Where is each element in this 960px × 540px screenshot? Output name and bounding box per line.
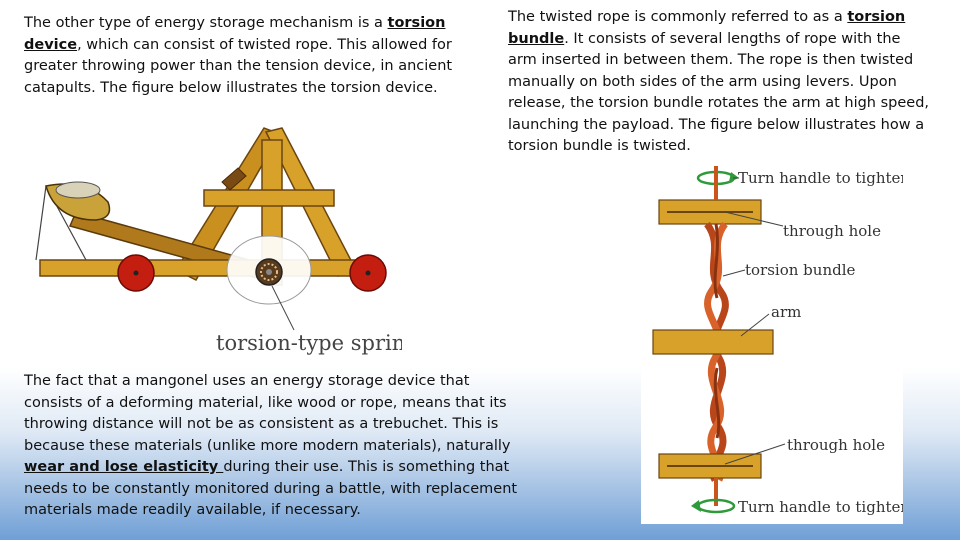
leader-hole-top bbox=[724, 211, 784, 227]
base-beam bbox=[39, 259, 381, 277]
crossbar bbox=[203, 189, 335, 207]
spring-hub bbox=[266, 269, 272, 275]
paragraph-text: . It consists of several lengths of rope… bbox=[508, 30, 930, 155]
label-through-hole-top: through hole bbox=[783, 222, 881, 240]
arm-stop bbox=[221, 167, 247, 191]
rotate-arrowhead-bottom-icon bbox=[691, 500, 701, 512]
caption-leader bbox=[271, 285, 295, 331]
rope-bundle bbox=[704, 221, 729, 482]
bundle-arm bbox=[652, 329, 774, 355]
label-turn-handle-bottom: Turn handle to tighten bbox=[738, 498, 903, 516]
spring-coil bbox=[260, 263, 278, 281]
catapult-figure: torsion-type spring bbox=[26, 120, 419, 362]
label-through-hole-bottom: through hole bbox=[787, 436, 885, 454]
wheel-right-hub bbox=[365, 270, 371, 276]
paragraph-text: during their use. This is something that… bbox=[24, 459, 518, 518]
label-torsion-bundle: torsion bundle bbox=[745, 261, 856, 279]
paragraph-text: The other type of energy storage mechani… bbox=[24, 15, 388, 31]
label-arm: arm bbox=[771, 303, 801, 321]
leader-hole-bottom bbox=[724, 443, 786, 465]
leader-arm bbox=[740, 313, 770, 337]
torsion-bundle-illustration: Turn handle to tighten through hole tors… bbox=[652, 166, 910, 516]
torsion-bundle-link[interactable]: torsion bundle bbox=[508, 9, 906, 47]
torsion-bundle-figure: Turn handle to tighten through hole tors… bbox=[641, 158, 910, 524]
paragraph-text: , which can consist of twisted rope. Thi… bbox=[24, 36, 453, 96]
torsion-bundle-paragraph: The twisted rope is commonly referred to… bbox=[508, 7, 933, 158]
torsion-device-paragraph: The other type of energy storage mechani… bbox=[24, 13, 454, 99]
wear-elasticity-link[interactable]: wear and lose elasticity bbox=[24, 459, 224, 475]
mangonel-consistency-paragraph: The fact that a mangonel uses an energy … bbox=[24, 371, 519, 522]
wheel-left-hub bbox=[133, 270, 139, 276]
rotate-arrowhead-top-icon bbox=[729, 172, 739, 182]
label-turn-handle-top: Turn handle to tighten bbox=[738, 169, 903, 187]
payload bbox=[55, 181, 101, 199]
paragraph-text: The fact that a mangonel uses an energy … bbox=[24, 373, 511, 454]
catapult-illustration: torsion-type spring bbox=[35, 127, 419, 355]
torsion-device-link[interactable]: torsion device bbox=[24, 15, 446, 53]
figure-caption: torsion-type spring bbox=[216, 331, 402, 355]
paragraph-text: The twisted rope is commonly referred to… bbox=[508, 9, 848, 25]
leader-bundle bbox=[722, 269, 746, 277]
